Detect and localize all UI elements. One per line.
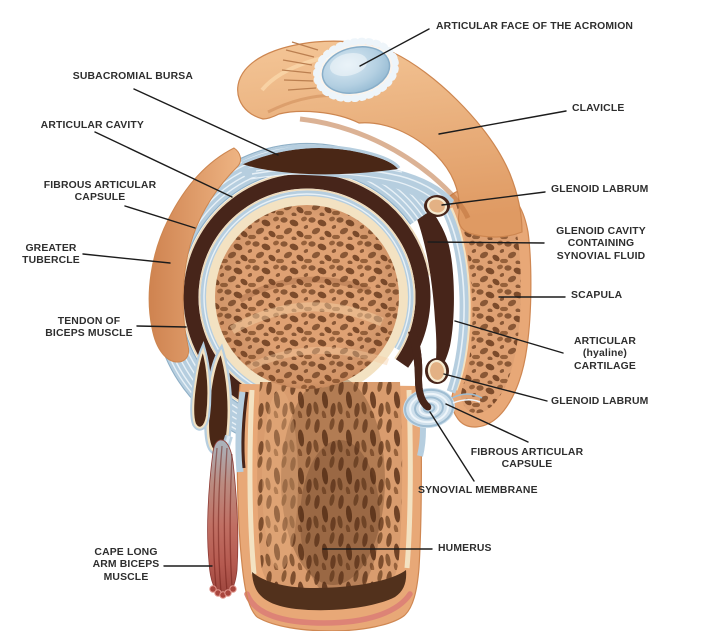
leader-lines bbox=[82, 28, 567, 567]
humerus-rim bbox=[244, 591, 413, 626]
label-synovial-membrane: SYNOVIAL MEMBRANE bbox=[418, 485, 538, 496]
leader-greater-tubercle bbox=[82, 253, 171, 264]
subacromial-bursa-shape bbox=[240, 145, 454, 214]
label-greater-tubercle: GREATER TUBERCLE bbox=[22, 243, 80, 267]
leader-fibrous-capsule-right bbox=[445, 403, 529, 443]
leader-glenoid-cavity bbox=[427, 241, 545, 244]
label-fibrous-articular-capsule-left: FIBROUS ARTICULAR CAPSULE bbox=[43, 180, 157, 204]
label-cape-long-arm-biceps-muscle: CAPE LONG ARM BICEPS MUSCLE bbox=[92, 547, 160, 583]
label-subacromial-bursa: SUBACROMIAL BURSA bbox=[72, 71, 193, 82]
cavity-hook bbox=[408, 330, 432, 411]
leader-articular-face bbox=[359, 28, 430, 67]
label-articular-face-of-the-acromion: ARTICULAR FACE OF THE ACROMION bbox=[436, 21, 634, 32]
leader-tendon-biceps bbox=[136, 325, 187, 328]
tendon-fiber-tips bbox=[209, 585, 237, 599]
leader-articular-cavity bbox=[94, 131, 233, 198]
scapula-bone bbox=[441, 185, 532, 428]
leader-fibrous-capsule-left bbox=[124, 205, 196, 229]
articular-cavity-ring bbox=[183, 173, 431, 407]
leader-synovial-membrane bbox=[429, 411, 475, 482]
leader-hyaline-cartilage bbox=[454, 320, 564, 354]
humerus-shaft bbox=[236, 375, 422, 631]
label-scapula: SCAPULA bbox=[571, 290, 623, 301]
leader-glenoid-labrum-upper bbox=[441, 191, 546, 206]
humeral-head-spongy bbox=[215, 205, 399, 389]
biceps-tendon bbox=[207, 434, 239, 599]
label-articular-cavity: ARTICULAR CAVITY bbox=[40, 120, 144, 131]
leader-clavicle bbox=[438, 110, 567, 135]
label-glenoid-labrum-lower: GLENOID LABRUM bbox=[551, 396, 649, 407]
humerus-cut-interior bbox=[252, 570, 407, 611]
label-tendon-of-biceps-muscle: TENDON OF BICEPS MUSCLE bbox=[45, 316, 133, 340]
label-articular-hyaline-cartilage: ARTICULAR (hyaline) CARTILAGE bbox=[573, 336, 636, 372]
acromion-fibrous-striations bbox=[281, 41, 319, 91]
leader-glenoid-labrum-lower bbox=[443, 373, 548, 402]
label-humerus: HUMERUS bbox=[438, 543, 492, 554]
label-clavicle: CLAVICLE bbox=[572, 103, 625, 114]
leader-subacromial-bursa bbox=[133, 88, 279, 156]
label-fibrous-articular-capsule-right: FIBROUS ARTICULAR CAPSULE bbox=[470, 447, 584, 471]
label-glenoid-cavity: GLENOID CAVITY CONTAINING SYNOVIAL FLUID bbox=[556, 226, 646, 262]
label-glenoid-labrum-upper: GLENOID LABRUM bbox=[551, 184, 649, 195]
glenoid-labrum-shapes bbox=[424, 195, 450, 384]
